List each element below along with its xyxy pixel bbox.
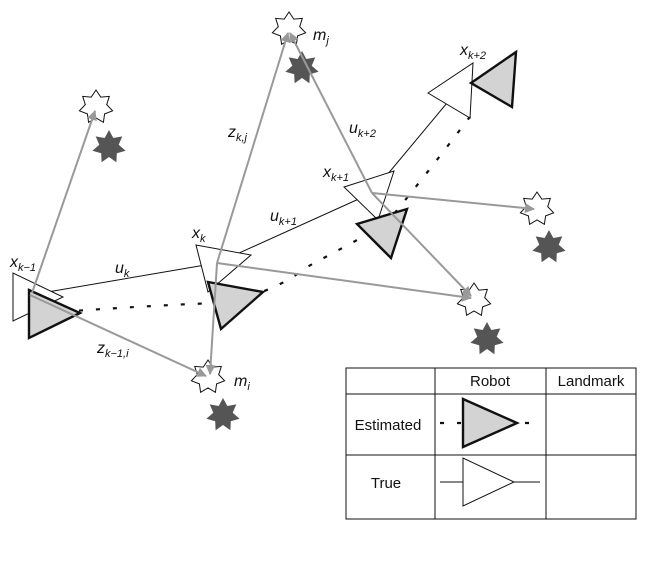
observation-arrow-z-k-j	[216, 32, 291, 264]
label-m-i: mi	[234, 373, 250, 393]
legend-row-estimated: Estimated	[355, 417, 422, 434]
landmark-estimated	[206, 398, 240, 431]
label-x-k-1: xk−1	[9, 254, 36, 274]
landmark-estimated	[532, 230, 566, 263]
motion-line-uk	[29, 262, 218, 296]
label-u-k2: uk+2	[349, 120, 376, 140]
landmark-true	[519, 191, 555, 226]
true-robot-xk2	[427, 62, 474, 119]
label-x-k2: xk+2	[459, 42, 486, 62]
legend-estimated-robot	[461, 397, 520, 449]
observation-arrow	[31, 110, 97, 294]
label-z-k-1-i: zk−1,i	[96, 340, 129, 360]
true-robot-xk	[195, 244, 253, 293]
estimated-robot-xk2	[468, 49, 518, 110]
legend-table: Robot Landmark Estimated True	[345, 367, 637, 520]
label-x-k: xk	[191, 225, 206, 245]
label-u-k: uk	[115, 260, 130, 280]
landmark-estimated	[285, 51, 319, 84]
label-m-j: mj	[313, 27, 329, 47]
landmark-estimated	[92, 130, 126, 163]
observation-arrow	[289, 32, 373, 194]
observation-arrow	[371, 192, 535, 214]
legend-header-landmark: Landmark	[558, 373, 625, 390]
legend-row-true: True	[371, 475, 401, 492]
legend-header-robot: Robot	[470, 373, 511, 390]
observation-arrow-z-k-1-i	[29, 294, 207, 377]
landmark-true-m-i	[190, 359, 226, 394]
estimated-robot-xk-1	[27, 288, 83, 340]
landmark-estimated	[470, 322, 504, 355]
observation-arrow	[205, 262, 218, 375]
label-z-k-j: zk,j	[227, 124, 248, 144]
legend-true-robot	[462, 457, 516, 507]
true-robot-xk1	[343, 170, 395, 221]
label-x-k1: xk+1	[322, 164, 349, 184]
landmark-true-m-j	[271, 11, 307, 46]
label-u-k1: uk+1	[270, 208, 297, 228]
landmark-true	[78, 89, 114, 124]
motion-line-uk1	[216, 192, 373, 264]
estimated-robot-xk1	[354, 207, 409, 261]
observation-arrow	[216, 262, 472, 302]
estimated-path	[44, 109, 476, 315]
observation-arrow	[371, 192, 472, 297]
